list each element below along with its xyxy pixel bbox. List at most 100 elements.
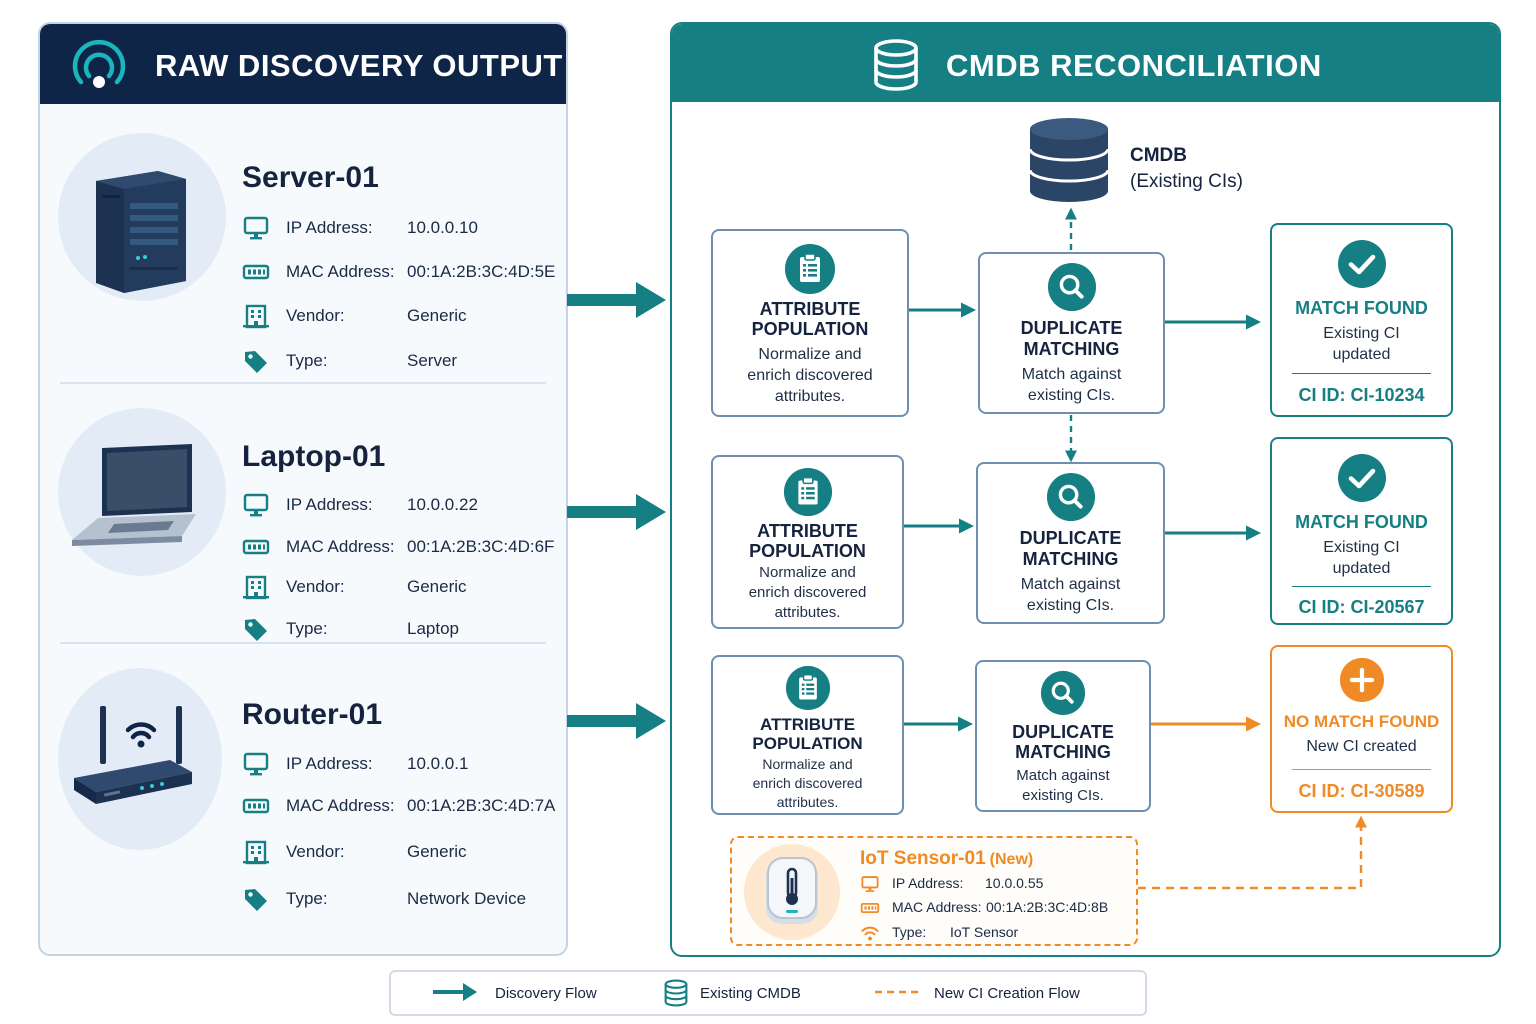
- check-icon: [1337, 239, 1387, 289]
- monitor-icon: [242, 751, 270, 777]
- stage-title: MATCHING: [1023, 339, 1120, 359]
- attribute-population-card: ATTRIBUTE POPULATION Normalize and enric…: [711, 655, 904, 815]
- discovery-arrow-laptop: [567, 494, 666, 530]
- attr-vendor: Vendor: Generic: [242, 303, 562, 329]
- stage-desc: existing CIs.: [1027, 387, 1116, 404]
- check-icon: [1337, 453, 1387, 503]
- stage-desc: existing CIs.: [1022, 787, 1104, 804]
- iot-new-badge: (New): [989, 851, 1034, 868]
- legend-discovery-flow: Discovery Flow: [433, 972, 613, 1014]
- attr-value: 00:1A:2B:3C:4D:5E: [407, 262, 556, 281]
- iot-sensor-card: IoT Sensor-01(New) IP Address: 10.0.0.55…: [730, 836, 1138, 946]
- iot-attr-label: Type:: [892, 924, 927, 940]
- wifi-icon: [861, 926, 879, 941]
- stage-title: ATTRIBUTE: [757, 521, 858, 541]
- result-title: MATCH FOUND: [1295, 298, 1428, 318]
- iot-name: IoT Sensor-01: [860, 848, 986, 869]
- match-found-card: MATCH FOUND Existing CI updated CI ID: C…: [1270, 437, 1453, 625]
- radar-icon: [72, 39, 126, 88]
- result-desc: updated: [1332, 346, 1391, 363]
- attr-label: Vendor:: [286, 306, 345, 325]
- stage-desc: existing CIs.: [1026, 597, 1115, 614]
- dashed-line-icon: [875, 990, 921, 994]
- ci-id: CI ID: CI-20567: [1298, 597, 1425, 617]
- attribute-population-card: ATTRIBUTE POPULATION Normalize and enric…: [711, 455, 904, 629]
- raw-discovery-header: RAW DISCOVERY OUTPUT: [40, 24, 566, 104]
- search-icon: [1047, 262, 1097, 312]
- attr-label: MAC Address:: [286, 262, 395, 281]
- result-desc: updated: [1332, 560, 1391, 577]
- attr-value: Server: [407, 351, 458, 370]
- result-title: MATCH FOUND: [1295, 512, 1428, 532]
- stage-desc: Normalize and: [762, 756, 853, 772]
- attr-value: Generic: [407, 577, 467, 596]
- attr-label: Vendor:: [286, 842, 345, 861]
- stage-title: POPULATION: [749, 541, 866, 561]
- legend-existing-cmdb: Existing CMDB: [663, 972, 823, 1014]
- stage-desc: Match against: [1016, 767, 1110, 784]
- attr-vendor: Vendor: Generic: [242, 574, 562, 600]
- router-icon: [58, 668, 222, 850]
- duplicate-matching-card: DUPLICATE MATCHING Match against existin…: [978, 252, 1165, 414]
- attr-value: Laptop: [407, 619, 459, 638]
- search-icon: [1046, 472, 1096, 522]
- cmdb-reconciliation-header: CMDB RECONCILIATION: [672, 24, 1499, 102]
- duplicate-matching-card: DUPLICATE MATCHING Match against existin…: [976, 462, 1165, 624]
- duplicate-matching-card: DUPLICATE MATCHING Match against existin…: [975, 660, 1151, 812]
- plus-icon: [1339, 657, 1385, 703]
- clipboard-icon: [783, 467, 833, 517]
- attr-label: MAC Address:: [286, 796, 395, 815]
- attr-value: Generic: [407, 842, 467, 861]
- attr-label: IP Address:: [286, 495, 373, 514]
- attr-type: Type: Network Device: [242, 886, 562, 912]
- result-desc: Existing CI: [1323, 539, 1400, 556]
- legend-label: New CI Creation Flow: [934, 985, 1080, 1002]
- attr-type: Type: Laptop: [242, 616, 562, 642]
- server-icon: [58, 133, 226, 301]
- building-icon: [242, 839, 270, 865]
- building-icon: [242, 303, 270, 329]
- ci-id: CI ID: CI-30589: [1298, 781, 1425, 801]
- raw-discovery-panel: RAW DISCOVERY OUTPUT Server-01 IP Addres…: [38, 22, 568, 956]
- result-desc: New CI created: [1306, 738, 1417, 755]
- result-title: NO MATCH FOUND: [1283, 712, 1440, 731]
- network-card-icon: [860, 902, 880, 914]
- monitor-icon: [242, 215, 270, 241]
- result-desc: Existing CI: [1323, 325, 1400, 342]
- database-icon: [874, 39, 918, 91]
- device-name: Router-01: [242, 698, 383, 731]
- clipboard-icon: [784, 243, 836, 295]
- legend: Discovery Flow Existing CMDB New CI Crea…: [389, 970, 1147, 1016]
- stage-desc: Match against: [1021, 366, 1122, 383]
- stage-desc: enrich discovered: [752, 775, 863, 791]
- ci-id: CI ID: CI-10234: [1298, 385, 1425, 405]
- attr-value: Generic: [407, 306, 467, 325]
- stage-title: ATTRIBUTE: [759, 299, 861, 319]
- attr-label: IP Address:: [286, 754, 373, 773]
- stage-title: ATTRIBUTE: [759, 715, 856, 734]
- attr-vendor: Vendor: Generic: [242, 839, 562, 865]
- attr-mac: MAC Address: 00:1A:2B:3C:4D:7A: [242, 793, 562, 819]
- stage-title: POPULATION: [751, 319, 869, 339]
- clipboard-icon: [785, 665, 831, 711]
- iot-attr-value: 00:1A:2B:3C:4D:8B: [986, 899, 1109, 915]
- stage-title: MATCHING: [1015, 742, 1111, 762]
- attr-label: IP Address:: [286, 218, 373, 237]
- attr-value: 10.0.0.1: [407, 754, 469, 773]
- monitor-icon: [242, 492, 270, 518]
- attr-value: 00:1A:2B:3C:4D:6F: [407, 537, 555, 556]
- tag-icon: [242, 616, 270, 642]
- result-divider: [1292, 373, 1431, 374]
- thermometer-sensor-icon: [744, 844, 840, 940]
- stage-title: POPULATION: [752, 734, 863, 753]
- cmdb-subtitle: (Existing CIs): [1130, 171, 1243, 192]
- laptop-icon: [58, 408, 226, 576]
- iot-attr-label: MAC Address:: [892, 899, 982, 915]
- stage-title: DUPLICATE: [1019, 528, 1122, 548]
- divider: [60, 382, 546, 384]
- device-name: Laptop-01: [242, 440, 386, 473]
- iot-title: IoT Sensor-01(New): [860, 848, 1033, 870]
- legend-label: Existing CMDB: [700, 985, 801, 1002]
- database-icon: [664, 979, 688, 1007]
- attr-value: 10.0.0.22: [407, 495, 478, 514]
